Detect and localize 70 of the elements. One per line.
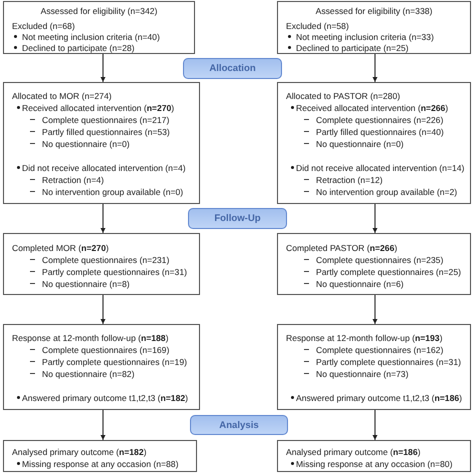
sub-item: Complete questionnaires (n=226) (316, 115, 444, 125)
arrow (372, 54, 378, 82)
box-heading: Allocated to MOR (n=274) (12, 91, 112, 101)
sub-item: Retraction (n=4) (42, 175, 104, 185)
sub-item: Partly complete questionnaires (n=31) (42, 267, 187, 277)
arrow (100, 410, 106, 440)
sub-item: No questionnaire (n=0) (42, 139, 130, 149)
sub-item: No questionnaire (n=0) (316, 139, 404, 149)
phase-banner (183, 58, 282, 79)
bullet-item: Not meeting inclusion criteria (n=40) (22, 32, 160, 42)
process-box (3, 1, 195, 54)
box-heading: Completed MOR (n=270) (12, 243, 109, 253)
sub-item: Partly complete questionnaires (n=31) (316, 357, 461, 367)
arrow (100, 204, 106, 234)
box-heading: Response at 12-month follow-up (n=188) (12, 333, 168, 343)
sub-item: No questionnaire (n=8) (42, 279, 130, 289)
sub-item: Partly complete questionnaires (n=19) (42, 357, 187, 367)
phase-title: Allocation (209, 63, 256, 74)
bullet-item: Declined to participate (n=25) (296, 43, 408, 53)
box-heading: Excluded (n=58) (286, 21, 349, 31)
arrow (100, 54, 106, 82)
sub-item: Complete questionnaires (n=217) (42, 115, 170, 125)
sub-item: Complete questionnaires (n=235) (316, 255, 444, 265)
sub-item: Retraction (n=12) (316, 175, 383, 185)
box-heading: Allocated to PASTOR (n=280) (286, 91, 400, 101)
process-box (3, 82, 200, 204)
process-box (3, 440, 197, 472)
box-heading: Excluded (n=68) (12, 21, 75, 31)
sub-item: Partly filled questionnaires (n=53) (42, 127, 170, 137)
bullet-item: Did not receive allocated intervention (n=4) (22, 163, 186, 173)
phase-title: Follow-Up (214, 213, 261, 224)
bullet-item: Did not receive allocated intervention (n=14) (296, 163, 464, 173)
bullet-item: Not meeting inclusion criteria (n=33) (296, 32, 434, 42)
sub-item: No questionnaire (n=6) (316, 279, 404, 289)
phase-banner (190, 415, 288, 435)
box-heading: Completed PASTOR (n=266) (286, 243, 398, 253)
sub-item: Partly complete questionnaires (n=25) (316, 267, 461, 277)
sub-item: Complete questionnaires (n=169) (42, 345, 170, 355)
phase-title: Analysis (219, 420, 259, 430)
sub-item: No intervention group available (n=2) (316, 187, 458, 197)
box-title: Assessed for eligibility (n=342) (40, 6, 158, 16)
process-box (277, 233, 471, 295)
process-box (277, 440, 471, 472)
sub-item: No questionnaire (n=82) (42, 369, 134, 379)
bullet-item: Answered primary outcome t1,t2,t3 (n=186) (296, 393, 462, 403)
box-title: Assessed for eligibility (n=338) (316, 6, 432, 16)
sub-item: Complete questionnaires (n=162) (316, 345, 444, 355)
process-box (3, 324, 200, 410)
process-box (277, 82, 471, 204)
box-heading: Analysed primary outcome (n=186) (286, 447, 420, 457)
bullet-item: Declined to participate (n=28) (22, 43, 134, 53)
process-box (3, 233, 200, 295)
phase-banner (188, 208, 287, 229)
box-heading: Analysed primary outcome (n=182) (12, 447, 146, 457)
sub-item: No intervention group available (n=0) (42, 187, 184, 197)
box-heading: Response at 12-month follow-up (n=193) (286, 333, 442, 343)
process-box (277, 1, 471, 54)
arrow (100, 294, 106, 324)
bullet-item: Missing response at any occasion (n=88) (22, 459, 178, 469)
arrow (372, 410, 378, 440)
bullet-item: Received allocated intervention (n=270) (22, 103, 174, 113)
sub-item: No questionnaire (n=73) (316, 369, 408, 379)
sub-item: Complete questionnaires (n=231) (42, 255, 170, 265)
sub-item: Partly filled questionnaires (n=40) (316, 127, 444, 137)
bullet-item: Answered primary outcome t1,t2,t3 (n=182) (22, 393, 188, 403)
bullet-item: Missing response at any occasion (n=80) (296, 459, 452, 469)
arrow (372, 204, 378, 234)
arrow (372, 294, 378, 324)
bullet-item: Received allocated intervention (n=266) (296, 103, 448, 113)
process-box (277, 324, 471, 410)
